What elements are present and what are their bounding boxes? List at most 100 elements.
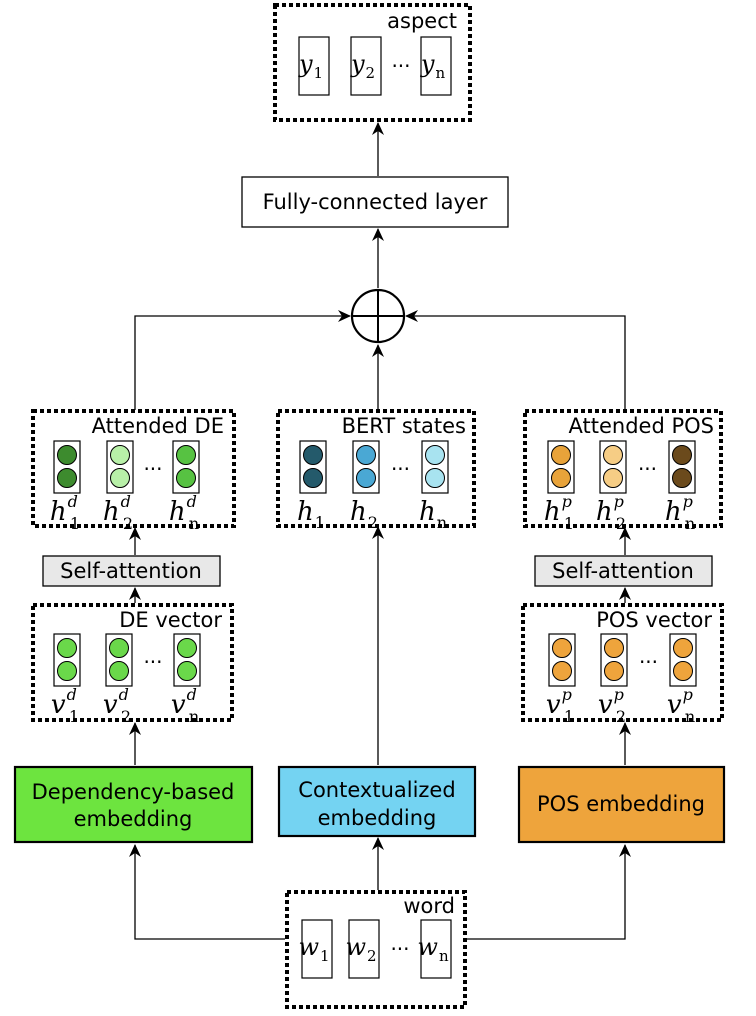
unit-circle <box>303 468 323 488</box>
symbol-label: y2 <box>350 50 375 82</box>
unit-circle <box>109 638 129 658</box>
symbol-cell: w2 <box>345 919 380 979</box>
ellipsis: ··· <box>143 457 162 481</box>
ctx-embedding-line1: Contextualized <box>298 778 455 802</box>
word-box: word w1 w2 wn ··· <box>285 890 467 1009</box>
unit-circle <box>603 468 623 488</box>
ctx-embedding-rect <box>277 765 477 838</box>
unit-circle <box>303 445 323 465</box>
symbol-cell: w1 <box>298 919 333 979</box>
connections <box>129 122 631 940</box>
vector-cell: h1 <box>297 440 327 532</box>
unit-circle <box>551 445 571 465</box>
unit-circle <box>57 638 77 658</box>
unit-circle <box>176 445 196 465</box>
dep-embedding-line1: Dependency-based <box>32 780 235 804</box>
edge-word-to-pos <box>465 844 631 940</box>
unit-circle <box>177 661 197 681</box>
ellipsis: ··· <box>639 650 658 674</box>
self-attention-right: Self-attention <box>534 555 713 587</box>
unit-circle <box>57 468 77 488</box>
symbol-cell: wn <box>417 919 452 979</box>
vector-label: h2 <box>350 497 378 532</box>
unit-circle <box>673 661 693 681</box>
unit-circle <box>673 638 693 658</box>
self-attention-left: Self-attention <box>42 555 221 587</box>
vector-label: hn <box>419 497 447 532</box>
dependency-based-embedding: Dependency-based embedding <box>13 765 254 844</box>
unit-circle <box>110 468 130 488</box>
dep-embedding-line2: embedding <box>74 807 193 831</box>
self-attention-left-label: Self-attention <box>60 559 202 583</box>
symbol-cell: yn <box>420 36 452 96</box>
symbol-label: w2 <box>345 933 376 965</box>
unit-circle <box>603 445 623 465</box>
unit-circle <box>604 638 624 658</box>
aspect-label: aspect <box>387 9 457 33</box>
attended-pos-label: Attended POS <box>569 414 714 438</box>
fc-layer-label: Fully-connected layer <box>263 190 488 214</box>
edge-attended-de-to-concat <box>134 310 351 410</box>
de-vector-label: DE vector <box>119 608 222 632</box>
pos-embedding: POS embedding <box>517 765 726 844</box>
ellipsis: ··· <box>143 650 162 674</box>
ellipsis: ··· <box>391 54 410 78</box>
symbol-label: y1 <box>298 50 323 82</box>
symbol-cell: y1 <box>298 36 330 96</box>
ctx-embedding-line2: embedding <box>318 806 437 830</box>
ellipsis: ··· <box>390 937 409 961</box>
unit-circle <box>552 638 572 658</box>
vector-cell: h2 <box>350 440 380 532</box>
dep-embedding-rect <box>13 765 254 844</box>
word-label: word <box>403 894 455 918</box>
symbol-cell: y2 <box>350 36 382 96</box>
symbol-label: w1 <box>298 933 329 965</box>
unit-circle <box>672 445 692 465</box>
unit-circle <box>425 468 445 488</box>
unit-circle <box>551 468 571 488</box>
aspect-box: aspect y1 y2 yn ··· <box>273 3 472 122</box>
unit-circle <box>552 661 572 681</box>
pos-embedding-label: POS embedding <box>537 792 705 816</box>
unit-circle <box>177 638 197 658</box>
edge-word-to-dep <box>129 844 285 940</box>
contextualized-embedding: Contextualized embedding <box>277 765 477 838</box>
unit-circle <box>356 445 376 465</box>
vector-label: h1 <box>297 497 325 532</box>
unit-circle <box>57 445 77 465</box>
pos-embedding-rect <box>517 765 726 844</box>
attended-de-label: Attended DE <box>92 414 224 438</box>
edge-attended-pos-to-concat <box>405 310 626 410</box>
unit-circle <box>57 661 77 681</box>
unit-circle <box>109 661 129 681</box>
